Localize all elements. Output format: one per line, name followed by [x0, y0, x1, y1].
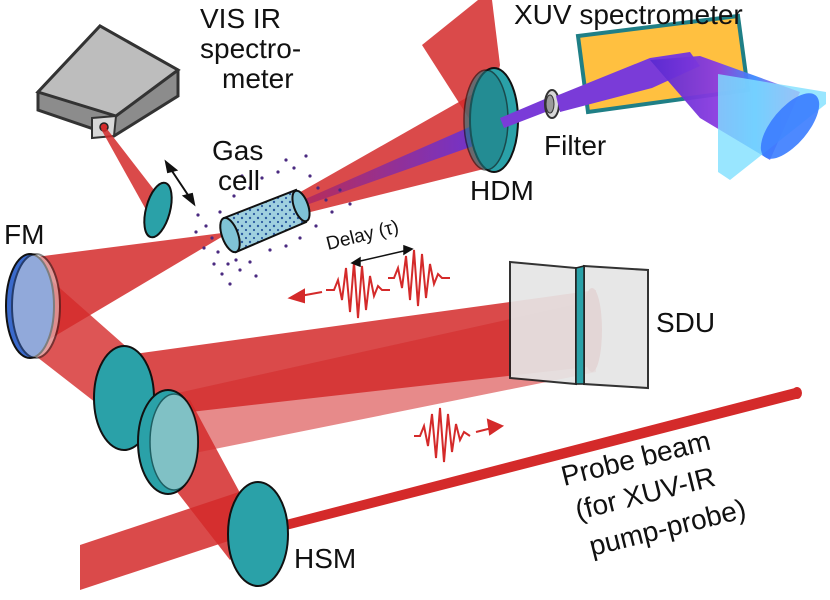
vis-ir-label-line3: meter [222, 63, 294, 94]
vis-ir-label-line1: VIS IR [200, 3, 281, 34]
forward-arrow [475, 418, 505, 436]
filter [544, 89, 560, 119]
fm-mirror [5, 253, 61, 359]
delay-arrow [350, 244, 414, 268]
xuv-spectrometer [556, 13, 826, 180]
gas-label-line2: cell [218, 165, 260, 196]
vis-ir-label-line2: spectro- [200, 33, 301, 64]
probe-beam-tip [792, 387, 802, 399]
filter-label: Filter [544, 130, 606, 161]
sdu-unit [509, 260, 649, 390]
hdm-label: HDM [470, 175, 534, 206]
hsm-mirror [227, 481, 289, 587]
delay-label: Delay (τ) [324, 217, 401, 255]
turning-mirror-2 [137, 389, 199, 495]
translation-arrow [164, 159, 196, 207]
gas-particles [194, 154, 352, 286]
gas-label-line1: Gas [212, 135, 263, 166]
pickoff-mirror [143, 181, 173, 239]
hsm-label: HSM [294, 543, 356, 574]
gas-cell [219, 188, 311, 254]
fm-label: FM [4, 219, 44, 250]
probe-pulse [414, 407, 471, 463]
vis-ir-spectrometer [35, 24, 181, 140]
backward-arrow [287, 288, 323, 304]
input-beam [80, 490, 262, 590]
spectrometer-input-beam [101, 129, 165, 208]
xuv-spectrometer-label: XUV spectrometer [514, 0, 743, 30]
xuv-beam-to-filter [500, 96, 556, 128]
hdm-mirror [463, 67, 519, 173]
sdu-beam-lower [155, 300, 596, 460]
sdu-label: SDU [656, 307, 715, 338]
probe-beam [255, 388, 800, 538]
pulse-pair [326, 249, 450, 319]
